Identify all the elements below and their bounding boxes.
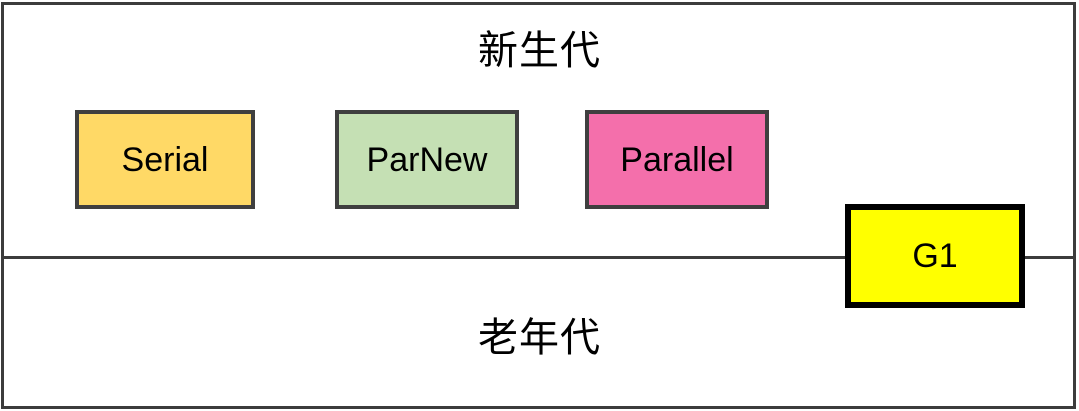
collector-box-parnew[interactable]: ParNew [335,110,519,209]
collector-box-parallel[interactable]: Parallel [585,110,769,209]
young-generation-title: 新生代 [478,29,601,73]
collector-box-serial[interactable]: Serial [75,110,255,209]
collector-box-g1[interactable]: G1 [845,204,1025,308]
old-generation-title: 老年代 [478,316,601,360]
